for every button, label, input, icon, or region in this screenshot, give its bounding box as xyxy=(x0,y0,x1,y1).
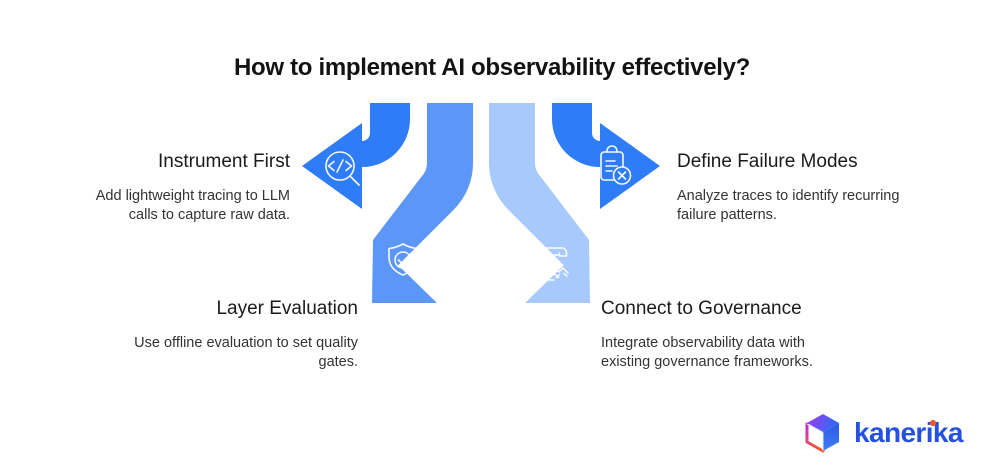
i-dot-accent xyxy=(930,420,936,426)
arrow-right xyxy=(552,103,660,209)
step-heading: Layer Evaluation xyxy=(216,298,358,319)
step-body: Use offline evaluation to set quality ga… xyxy=(134,334,358,370)
four-arrow-flow-graphic xyxy=(302,103,660,303)
clipboard-x-icon xyxy=(600,145,632,185)
step-connect-to-governance: Connect to Governance Integrate observab… xyxy=(601,298,901,372)
arrow-left xyxy=(302,103,410,209)
step-body: Integrate observability data with existi… xyxy=(601,334,813,370)
page-title: How to implement AI observability effect… xyxy=(233,54,751,81)
contract-handshake-icon xyxy=(545,247,569,281)
shield-check-icon xyxy=(388,243,418,276)
step-heading: Instrument First xyxy=(158,151,290,172)
arrow-down-right xyxy=(488,103,590,303)
step-heading: Define Failure Modes xyxy=(677,151,858,172)
step-define-failure-modes: Define Failure Modes Analyze traces to i… xyxy=(677,151,967,225)
step-body: Analyze traces to identify recurring fai… xyxy=(677,187,900,223)
step-instrument-first: Instrument First Add lightweight tracing… xyxy=(10,151,290,225)
step-heading: Connect to Governance xyxy=(601,298,802,319)
kanerika-logo: kanerika xyxy=(803,412,963,454)
code-search-icon xyxy=(325,151,360,186)
kanerika-wordmark: kanerika xyxy=(854,417,963,448)
kanerika-cube-icon xyxy=(805,414,839,453)
step-body: Add lightweight tracing to LLM calls to … xyxy=(95,187,290,223)
arrow-down-left xyxy=(372,103,474,303)
step-layer-evaluation: Layer Evaluation Use offline evaluation … xyxy=(58,298,358,372)
